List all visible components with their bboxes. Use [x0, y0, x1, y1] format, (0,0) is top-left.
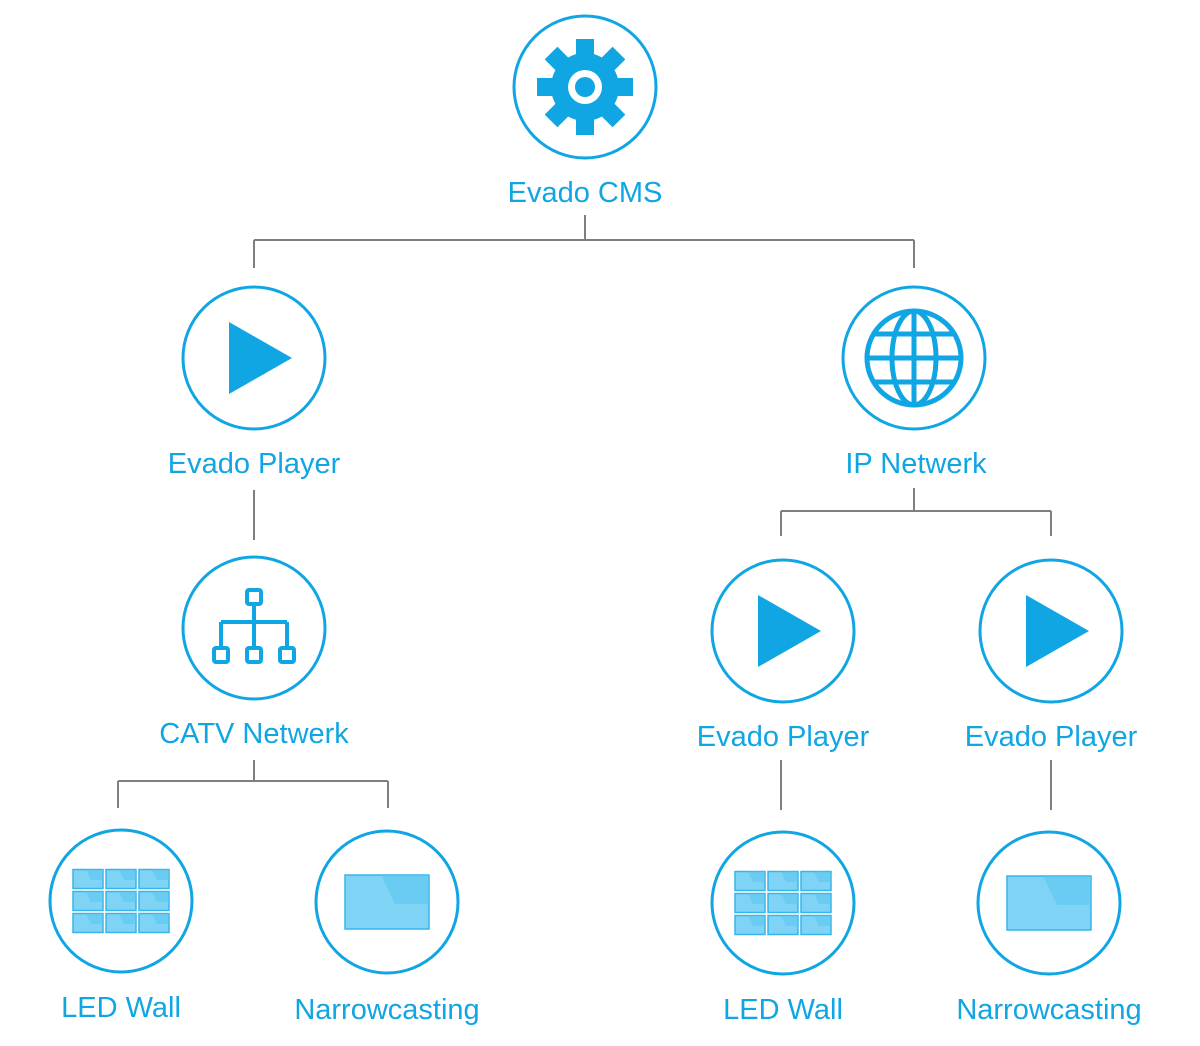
node-label: IP Netwerk	[845, 448, 987, 480]
node-label: Evado Player	[965, 721, 1138, 753]
gear-icon	[537, 39, 633, 135]
node-label: Narrowcasting	[294, 994, 479, 1026]
node-led-wall-catv: LED Wall	[48, 828, 194, 1024]
led-wall-icon	[735, 872, 831, 935]
connector-catv-to-outputs	[117, 760, 389, 808]
node-narrowcasting-catv: Narrowcasting	[294, 829, 480, 1026]
network-tree-icon	[212, 588, 296, 664]
led-wall-icon	[73, 870, 169, 933]
node-narrowcasting-ip: Narrowcasting	[956, 830, 1142, 1026]
connector-cms-to-tier2	[253, 215, 915, 268]
node-label: LED Wall	[61, 992, 181, 1024]
node-label: Narrowcasting	[956, 994, 1141, 1026]
node-evado-player-ip-2: Evado Player	[965, 558, 1138, 753]
display-screen-icon	[1006, 875, 1092, 931]
node-led-wall-ip: LED Wall	[710, 830, 856, 1026]
node-label: Evado Player	[168, 448, 341, 480]
node-label: Evado Player	[697, 721, 870, 753]
node-label: LED Wall	[723, 994, 843, 1026]
node-evado-player-ip-1: Evado Player	[697, 558, 870, 753]
node-ip-netwerk: IP Netwerk	[841, 285, 987, 480]
node-evado-cms: Evado CMS	[508, 14, 663, 209]
node-catv-netwerk: CATV Netwerk	[159, 555, 349, 750]
display-screen-icon	[344, 874, 430, 930]
globe-icon	[864, 308, 964, 408]
node-label: CATV Netwerk	[159, 718, 349, 750]
connectors	[117, 215, 1052, 810]
connector-ip-to-players	[780, 488, 1052, 536]
node-label: Evado CMS	[508, 177, 663, 209]
node-evado-player-left: Evado Player	[168, 285, 341, 480]
